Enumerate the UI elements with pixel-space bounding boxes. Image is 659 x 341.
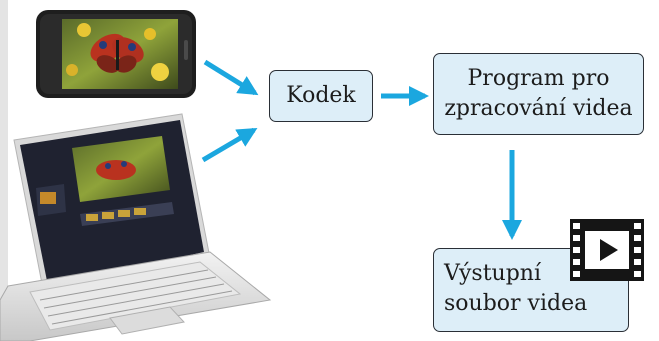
output-file-label-line2: soubor videa: [444, 291, 588, 316]
video-file-icon: [570, 219, 644, 281]
smartphone-icon: [36, 10, 196, 98]
video-program-node: Program pro zpracování videa: [433, 53, 644, 135]
codec-node: Kodek: [269, 70, 373, 122]
video-program-label-line1: Program pro: [467, 66, 610, 91]
arrow-phone-to-codec: [203, 59, 259, 96]
codec-label: Kodek: [286, 83, 356, 108]
arrow-laptop-to-codec: [201, 127, 258, 163]
output-file-label-line1: Výstupní: [444, 261, 542, 286]
laptop-icon: [0, 113, 272, 341]
left-margin-strip: [0, 0, 8, 341]
video-program-label-line2: zpracování videa: [444, 96, 633, 121]
